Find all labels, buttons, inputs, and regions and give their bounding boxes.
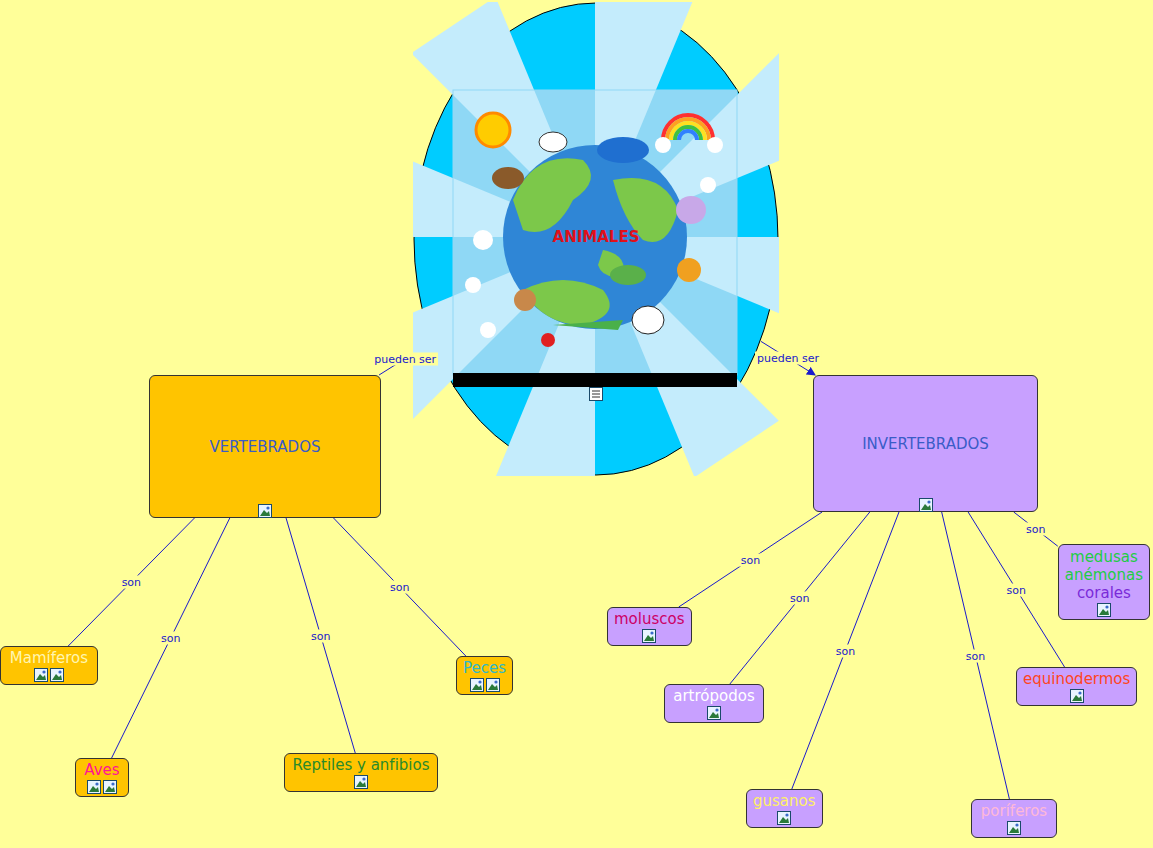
concept-label: Reptiles y anfibios bbox=[293, 756, 430, 774]
concept-box: Peces bbox=[456, 656, 513, 695]
concept-label: equinodermos bbox=[1023, 670, 1130, 688]
image-icon bbox=[87, 780, 101, 794]
concept-label: Mamíferos bbox=[10, 649, 88, 667]
concept-label: INVERTEBRADOS bbox=[862, 435, 989, 453]
connector bbox=[792, 512, 899, 789]
concept-label: corales bbox=[1077, 584, 1131, 602]
connector bbox=[334, 518, 466, 656]
connector bbox=[286, 518, 355, 753]
connector bbox=[68, 518, 194, 646]
icon-row bbox=[87, 780, 117, 794]
concept-box: medusasanémonascorales bbox=[1058, 544, 1150, 620]
concept-box: VERTEBRADOS bbox=[149, 375, 381, 518]
concept-box: moluscos bbox=[607, 607, 692, 646]
image-icon bbox=[777, 811, 791, 825]
topic-title: ANIMALES bbox=[413, 228, 779, 246]
connector bbox=[112, 518, 230, 758]
concept-label: Aves bbox=[84, 761, 119, 779]
icon-row bbox=[34, 668, 64, 682]
connector-label: son bbox=[1024, 523, 1047, 536]
connector bbox=[1014, 512, 1058, 546]
connector-label: son bbox=[120, 576, 143, 589]
connector-label: son bbox=[739, 553, 762, 566]
image-icon bbox=[1070, 689, 1084, 703]
image-icon bbox=[486, 678, 500, 692]
icon-row bbox=[354, 775, 368, 789]
image-icon bbox=[642, 629, 656, 643]
connector-label: pueden ser bbox=[755, 352, 821, 365]
image-icon bbox=[103, 780, 117, 794]
image-icon bbox=[470, 678, 484, 692]
image-icon bbox=[34, 668, 48, 682]
connector-label: son bbox=[159, 632, 182, 645]
concept-label: gusanos bbox=[753, 792, 816, 810]
icon-row bbox=[258, 504, 272, 518]
image-icon bbox=[354, 775, 368, 789]
connector-label: son bbox=[834, 644, 857, 657]
concept-box: equinodermos bbox=[1016, 667, 1137, 706]
image-icon bbox=[1007, 821, 1021, 835]
icon-row bbox=[919, 498, 933, 512]
connector-label: pueden ser bbox=[372, 352, 438, 365]
concept-box: poríferos bbox=[971, 799, 1057, 838]
image-icon bbox=[919, 498, 933, 512]
icon-row bbox=[707, 706, 721, 720]
concept-label: moluscos bbox=[614, 610, 685, 628]
concept-box: artrópodos bbox=[664, 684, 764, 723]
icon-row bbox=[1097, 603, 1111, 617]
concept-box: Aves bbox=[75, 758, 129, 797]
icon-row bbox=[1070, 689, 1084, 703]
concept-label: anémonas bbox=[1065, 566, 1143, 584]
concept-box: Mamíferos bbox=[0, 646, 98, 685]
concept-label: medusas bbox=[1070, 548, 1138, 566]
topic-ellipse: ANIMALES bbox=[413, 2, 779, 476]
concept-box: gusanos bbox=[746, 789, 823, 828]
icon-row bbox=[642, 629, 656, 643]
connector-label: son bbox=[788, 592, 811, 605]
connector-label: son bbox=[1005, 583, 1028, 596]
connector-label: son bbox=[388, 581, 411, 594]
concept-box: INVERTEBRADOS bbox=[813, 375, 1038, 512]
concept-box: Reptiles y anfibios bbox=[284, 753, 438, 792]
concept-label: artrópodos bbox=[673, 687, 754, 705]
connector bbox=[968, 512, 1064, 667]
connector bbox=[730, 512, 870, 684]
connector-label: son bbox=[964, 649, 987, 662]
image-icon bbox=[258, 504, 272, 518]
image-icon bbox=[1097, 603, 1111, 617]
image-icon bbox=[50, 668, 64, 682]
connector bbox=[942, 512, 1010, 799]
icon-row bbox=[470, 678, 500, 692]
image-icon bbox=[707, 706, 721, 720]
connector bbox=[679, 512, 822, 607]
icon-row bbox=[777, 811, 791, 825]
concept-label: poríferos bbox=[981, 802, 1047, 820]
concept-label: Peces bbox=[463, 659, 506, 677]
connector-label: son bbox=[309, 629, 332, 642]
concept-label: VERTEBRADOS bbox=[210, 438, 321, 456]
icon-row bbox=[1007, 821, 1021, 835]
